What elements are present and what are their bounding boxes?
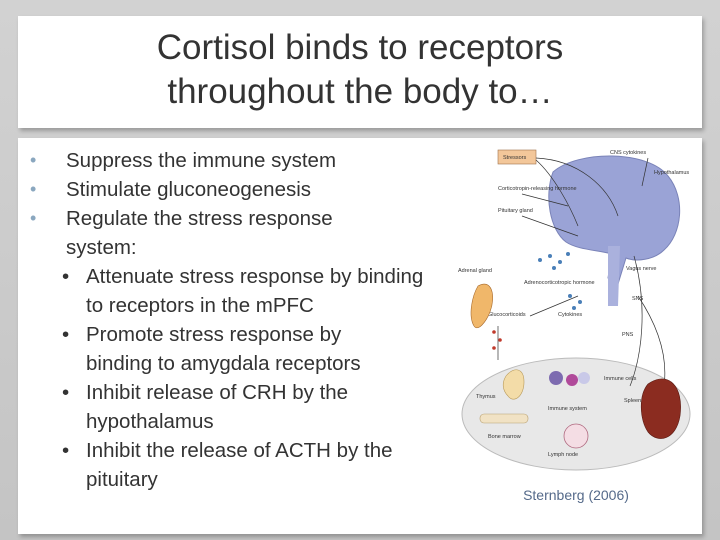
immune-system-label: Immune system [548, 406, 587, 412]
immune-cells-label: Immune cells [604, 376, 637, 382]
hormone-dots [538, 252, 582, 310]
bullet-text: Suppress the immune system [66, 149, 337, 172]
bullet-dot: • [62, 323, 70, 346]
pathway-arrows [497, 157, 666, 387]
title-panel: Cortisol binds to receptors throughout t… [18, 16, 702, 128]
bullet-dot: • [30, 179, 37, 199]
bullet-item: • Stimulate gluconeogenesis [28, 175, 458, 204]
stressors-box [497, 149, 537, 165]
title-line-1: Cortisol binds to receptors [156, 28, 564, 67]
sub-bullet-text: Attenuate stress response by binding to … [86, 265, 424, 317]
acth-label: Adrenocorticotropic hormone [524, 280, 595, 286]
sub-bullet-item: • Attenuate stress response by binding t… [28, 262, 426, 320]
bullet-dot: • [62, 265, 70, 288]
spleen-icon [640, 378, 681, 439]
brainstem-icon [608, 246, 620, 306]
spleen-label: Spleen [624, 398, 641, 404]
sns-label: SNS [632, 296, 644, 302]
stressors-label: Stressors [503, 155, 526, 161]
bone-marrow-label: Bone marrow [488, 434, 521, 440]
bullet-text: Regulate the stress response system: [66, 207, 333, 259]
bullet-item: • Suppress the immune system [28, 146, 458, 175]
bullet-text: Stimulate gluconeogenesis [66, 178, 312, 201]
adrenal-gland-icon [470, 283, 493, 329]
cytokines-label: Cytokines [558, 312, 582, 318]
crh-label: Corticotropin-releasing hormone [498, 186, 577, 192]
sub-bullet-item: • Inhibit the release of ACTH by the pit… [28, 436, 466, 494]
immune-cells-icon [549, 371, 590, 386]
bullet-item: • Regulate the stress response system: [28, 204, 406, 262]
sub-bullet-item: • Inhibit release of CRH by the hypothal… [28, 378, 386, 436]
slide-title: Cortisol binds to receptors throughout t… [18, 26, 702, 114]
hypothalamus-label: Hypothalamus [654, 170, 689, 176]
cns-cytokines-label: CNS cytokines [610, 150, 646, 156]
bullet-dot: • [30, 150, 37, 170]
bullet-dot: • [62, 439, 70, 462]
sub-bullet-item: • Promote stress response by binding to … [28, 320, 406, 378]
sub-bullet-text: Inhibit release of CRH by the hypothalam… [86, 381, 349, 433]
glucocorticoid-dots [492, 330, 502, 350]
vagus-label: Vagus nerve [626, 266, 656, 272]
stress-response-figure: Stressors CNS cytokines Hypothalamus Cor… [458, 149, 691, 471]
sub-bullet-text: Promote stress response by binding to am… [86, 323, 361, 375]
pns-label: PNS [622, 332, 634, 338]
brain-icon [548, 155, 681, 285]
thymus-label: Thymus [476, 394, 496, 400]
sub-bullet-text: Inhibit the release of ACTH by the pitui… [86, 439, 393, 491]
glucocorticoids-label: Glucocorticoids [488, 312, 526, 318]
bullet-list: • Suppress the immune system • Stimulate… [28, 146, 458, 494]
adrenal-label: Adrenal gland [458, 268, 492, 274]
lymph-node-label: Lymph node [548, 452, 578, 458]
bullet-dot: • [62, 381, 70, 404]
bone-marrow-icon [479, 413, 529, 424]
figure-caption: Sternberg (2006) [523, 487, 629, 503]
bullet-dot: • [30, 208, 37, 228]
pituitary-label: Pituitary gland [498, 208, 533, 214]
thymus-icon [502, 369, 525, 400]
title-line-2: throughout the body to… [167, 72, 553, 111]
lymph-node-icon [563, 423, 589, 449]
